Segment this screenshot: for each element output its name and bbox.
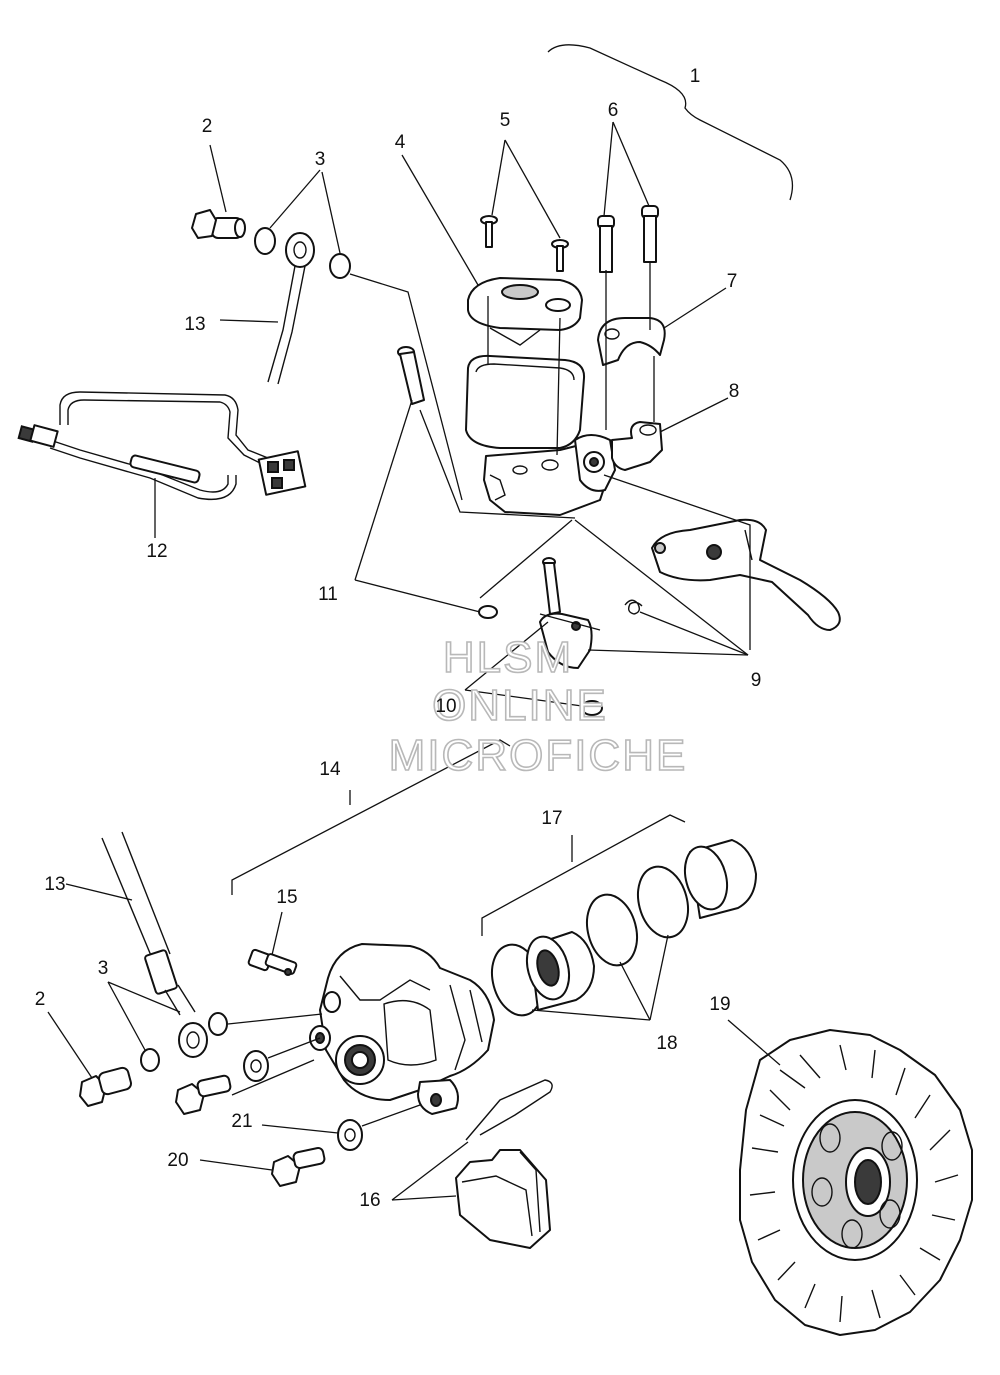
pad-retaining-clip xyxy=(465,1079,553,1141)
assembly-bracket-14 xyxy=(231,739,511,895)
cover-screw-2 xyxy=(551,239,569,272)
caliper-mount-bolt-upper xyxy=(175,1074,232,1115)
brake-pads xyxy=(455,1149,551,1249)
washer-bottom-2 xyxy=(140,1048,160,1072)
lower-leader-lines xyxy=(47,790,781,1201)
piston-seal-3 xyxy=(637,865,689,939)
callout-2-upper: 2 xyxy=(202,116,213,137)
bleeder-valve xyxy=(247,948,298,976)
callout-9: 9 xyxy=(751,670,762,691)
handlebar-clamp-lower xyxy=(611,421,663,471)
caliper-mount-bolt-lower xyxy=(271,1146,326,1187)
callout-19: 19 xyxy=(709,994,730,1015)
callout-5: 5 xyxy=(500,110,511,131)
callout-16: 16 xyxy=(359,1190,380,1211)
lever-pivot-pin xyxy=(542,557,561,615)
brake-hose-bottom xyxy=(101,831,208,1058)
callout-7: 7 xyxy=(727,271,738,292)
brake-hose-top xyxy=(267,232,315,385)
watermark-line-3: MICROFICHE xyxy=(389,731,688,780)
callout-15: 15 xyxy=(276,887,297,908)
washer-top-2 xyxy=(329,253,351,279)
assembly-bracket-17 xyxy=(481,814,686,936)
caliper-washer-upper-hole xyxy=(250,1059,262,1073)
washer-bottom-1 xyxy=(208,1012,228,1036)
handlebar-clamp-upper xyxy=(597,317,666,366)
brake-caliper xyxy=(309,943,495,1115)
watermark-line-2: ONLINE xyxy=(432,681,608,730)
callout-11: 11 xyxy=(318,584,338,605)
piston-1 xyxy=(525,931,595,1011)
callout-2-lower: 2 xyxy=(35,989,46,1010)
lever-spring xyxy=(624,599,643,615)
cover-screw-1 xyxy=(480,215,498,248)
callout-12: 12 xyxy=(146,541,167,562)
reservoir-cover xyxy=(467,277,583,346)
callout-10: 10 xyxy=(435,696,456,717)
brake-lever xyxy=(651,518,841,631)
brake-disc xyxy=(739,1029,973,1336)
watermark-line-1: HLSM xyxy=(443,633,573,682)
callout-20: 20 xyxy=(167,1150,188,1171)
banjo-bolt-top xyxy=(191,209,246,239)
callout-6: 6 xyxy=(608,100,619,121)
callout-4: 4 xyxy=(395,132,406,153)
piston-2 xyxy=(683,839,757,919)
callout-21: 21 xyxy=(231,1111,252,1132)
callout-13-upper: 13 xyxy=(184,314,205,335)
callout-18: 18 xyxy=(656,1033,677,1054)
callout-13-lower: 13 xyxy=(44,874,65,895)
callout-3-lower: 3 xyxy=(98,958,109,979)
lever-clip xyxy=(581,700,603,716)
callout-1: 1 xyxy=(690,66,701,87)
callout-3-upper: 3 xyxy=(315,149,326,170)
banjo-bolt-bottom xyxy=(79,1066,132,1107)
clamp-bolt-1 xyxy=(597,215,615,273)
caliper-washer-lower-hole xyxy=(344,1128,356,1142)
washer-top-1 xyxy=(254,227,276,255)
brake-switch-harness xyxy=(17,391,307,501)
caliper-washer-lower xyxy=(337,1119,363,1151)
lever-adjuster-block xyxy=(539,612,593,669)
callout-14: 14 xyxy=(319,759,341,780)
pin-clip xyxy=(478,605,498,619)
assembly-bracket-1 xyxy=(547,44,794,201)
pivot-pin xyxy=(397,346,425,405)
caliper-washer-upper xyxy=(243,1050,269,1082)
clamp-bolt-2 xyxy=(641,205,659,263)
callout-8: 8 xyxy=(729,381,740,402)
upper-leader-lines xyxy=(154,121,751,707)
master-cylinder-body xyxy=(465,354,616,516)
callout-17: 17 xyxy=(541,808,562,829)
